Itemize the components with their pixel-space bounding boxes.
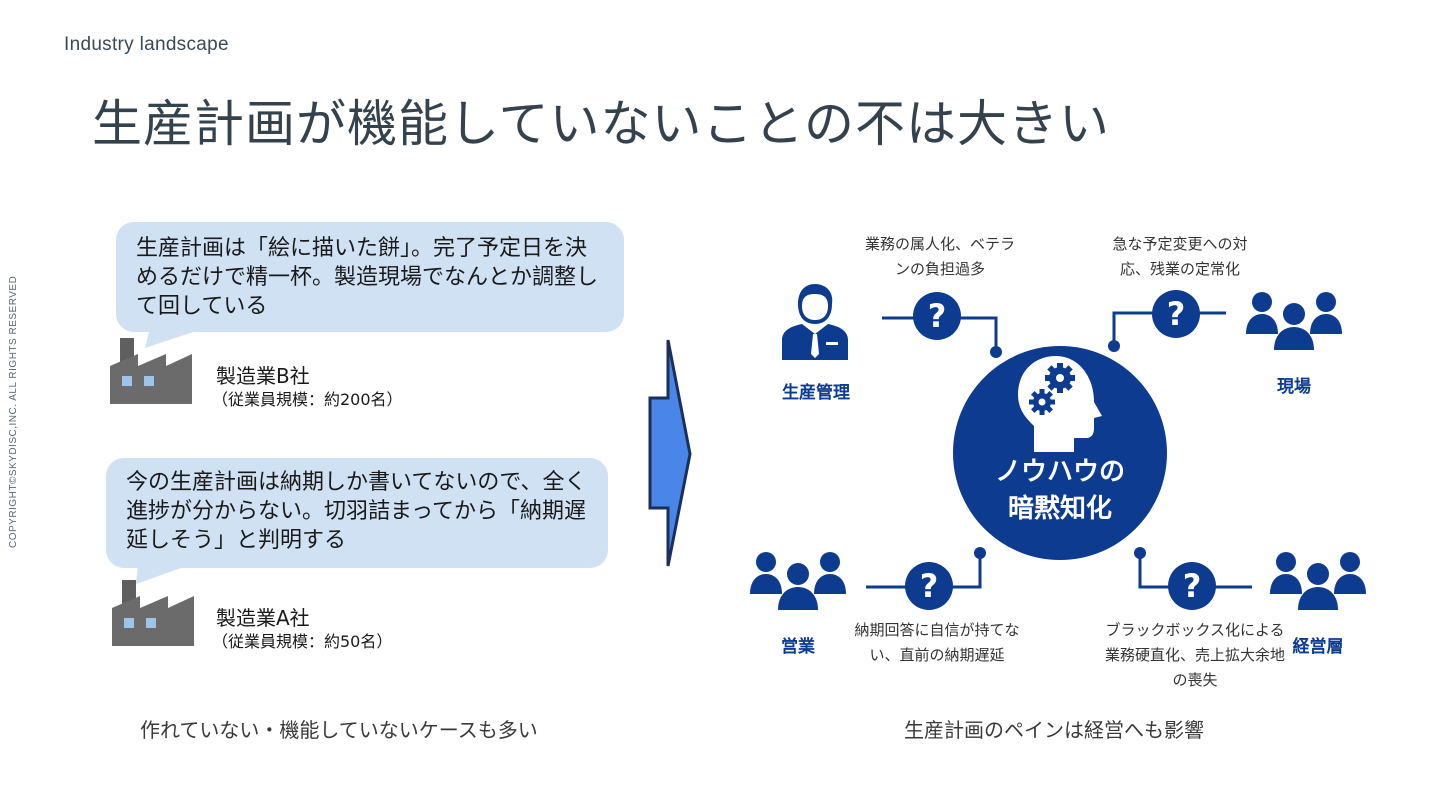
- role-management: 経営層: [1278, 632, 1358, 657]
- question-icon: ?: [1168, 562, 1216, 610]
- group-people-icon: [750, 550, 846, 612]
- role-field: 現場: [1254, 372, 1334, 397]
- role-production-management: 生産管理: [770, 378, 862, 403]
- right-caption: 生産計画のペインは経営へも影響: [904, 714, 1204, 743]
- question-icon: ?: [1152, 290, 1200, 338]
- pain-top-left: 業務の属人化、ベテランの負担過多: [860, 232, 1020, 282]
- center-label-line2: 暗黙知化: [960, 491, 1160, 528]
- business-person-icon: [780, 282, 850, 362]
- question-icon: ?: [905, 562, 953, 610]
- pain-bottom-right: ブラックボックス化による業務硬直化、売上拡大余地の喪失: [1104, 618, 1286, 693]
- question-icon: ?: [913, 292, 961, 340]
- brain-gear-icon: [1016, 352, 1106, 456]
- pain-bottom-left: 納期回答に自信が持てない、直前の納期遅延: [844, 618, 1030, 668]
- center-label: ノウハウの 暗黙知化: [960, 454, 1160, 528]
- pain-top-right: 急な予定変更への対応、残業の定常化: [1098, 232, 1262, 282]
- role-sales: 営業: [758, 632, 838, 657]
- center-label-line1: ノウハウの: [960, 454, 1160, 491]
- group-people-icon: [1246, 290, 1342, 352]
- group-people-icon: [1270, 550, 1366, 612]
